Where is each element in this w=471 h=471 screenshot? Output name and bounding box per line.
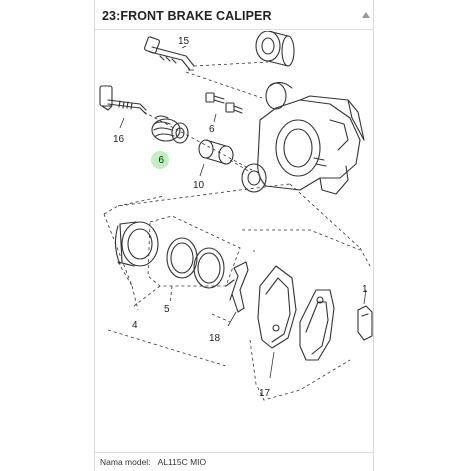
part-16-caliper-bolt[interactable] [99, 85, 147, 115]
brake-caliper-diagram: 15 16 9 6 10 4 5 18 17 1 [99, 31, 373, 401]
part-1-caliper-bracket[interactable] [357, 305, 373, 341]
callout-9-highlight [151, 151, 169, 169]
model-value: AL115C MIO [157, 457, 207, 467]
part-10-guide-sleeve[interactable] [198, 139, 234, 165]
callout-5[interactable]: 5 [164, 304, 170, 315]
part-6-bleeder-screw[interactable] [205, 92, 243, 114]
callout-6[interactable]: 6 [209, 124, 215, 135]
callout-16[interactable]: 16 [113, 134, 125, 145]
scroll-up-arrow-icon[interactable] [362, 12, 370, 18]
callout-1[interactable]: 1 [362, 284, 368, 295]
callout-4[interactable]: 4 [132, 320, 138, 331]
title-bar: 23:FRONT BRAKE CALIPER [94, 0, 374, 30]
callout-18[interactable]: 18 [209, 333, 221, 344]
part-5-piston-seals[interactable] [166, 237, 225, 289]
caliper-body[interactable] [241, 31, 365, 195]
diagram-panel [94, 0, 374, 471]
part-18-pad-spring[interactable] [225, 261, 249, 313]
model-name: Nama model: AL115C MIO [100, 457, 206, 467]
callout-17[interactable]: 17 [259, 388, 271, 399]
part-9-rubber-boot[interactable] [151, 115, 189, 144]
part-17-brake-pads[interactable] [257, 265, 335, 361]
callout-9[interactable]: 9 [158, 153, 164, 164]
callout-10[interactable]: 10 [193, 180, 205, 191]
part-15-slide-pin-bolt[interactable] [143, 36, 195, 71]
part-4-piston[interactable] [114, 221, 159, 267]
model-label: Nama model: [100, 457, 151, 467]
page-title: 23:FRONT BRAKE CALIPER [102, 9, 272, 23]
footer-bar: Nama model: AL115C MIO [94, 452, 374, 471]
callout-15[interactable]: 15 [178, 36, 190, 47]
